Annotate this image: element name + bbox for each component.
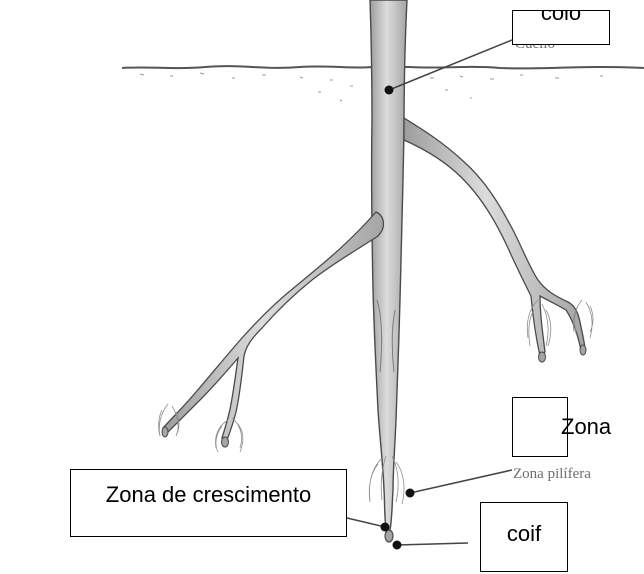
answer-text-zona-pilifera: Zona: [561, 415, 567, 439]
printed-label-zona-pilifera: Zona pilífera: [513, 466, 591, 483]
answer-box-zona-crescimento[interactable]: Zona de crescimento: [70, 469, 347, 537]
leader-zona-crescimento: [347, 518, 385, 527]
right-lateral-root: [404, 118, 585, 356]
answer-text-colo: colo: [513, 10, 609, 24]
root-cap-left-1: [162, 427, 168, 437]
root-cap-main: [385, 530, 393, 542]
taproot: [370, 0, 407, 534]
answer-text-coifa: coif: [481, 521, 567, 547]
answer-box-coifa[interactable]: coif: [480, 502, 568, 572]
leader-coifa: [397, 543, 468, 545]
dot-zona-crescimento: [381, 523, 390, 532]
root-cap-left-2: [222, 437, 229, 447]
dot-coifa: [393, 541, 402, 550]
dot-zona-pilifera: [406, 489, 415, 498]
leader-zona-pilifera: [410, 470, 512, 493]
answer-box-colo[interactable]: colo: [512, 10, 610, 45]
answer-text-zona-crescimento: Zona de crescimento: [71, 482, 346, 508]
root-cap-right-1: [580, 345, 586, 355]
root-cap-right-2: [539, 352, 546, 362]
leader-colo: [389, 40, 512, 90]
answer-box-zona-pilifera[interactable]: Zona: [512, 397, 568, 457]
left-lateral-root: [163, 212, 383, 440]
dot-colo: [385, 86, 394, 95]
